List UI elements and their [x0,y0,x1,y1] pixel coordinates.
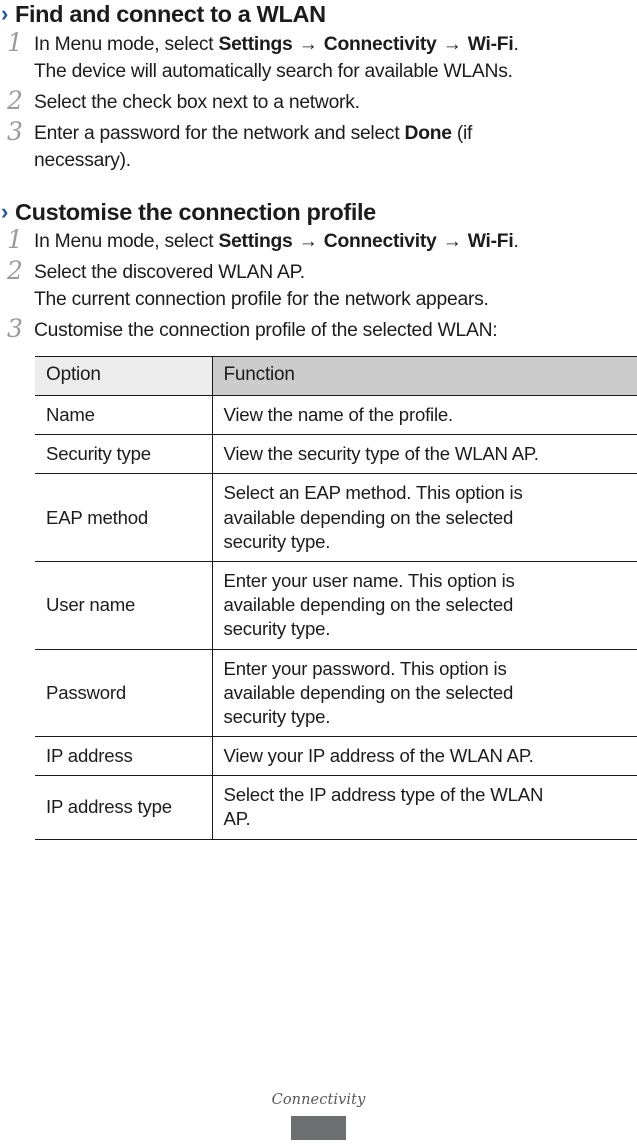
cell-function-line: available depending on the selected [223,681,514,703]
list-item: 3 Enter a password for the network and s… [0,118,637,174]
option-function-table: Option Function Name View the name of the… [35,356,637,840]
cell-function-line: security type. [223,618,331,640]
step-text-line: In Menu mode, select Settings → Connecti… [34,33,519,55]
column-header-function: Function [211,356,637,397]
step-text-line: Select the discovered WLAN AP. [34,262,305,284]
cell-option: IP address [35,736,212,777]
section-title: Customise the connection profile [14,198,376,225]
step-text: Enter a password for the network and sel… [34,118,637,174]
section-title: Find and connect to a WLAN [14,1,326,27]
chevron-right-icon: › [1,198,8,224]
step-number: 2 [7,256,23,286]
list-item: 2 Select the check box next to a network… [0,87,637,116]
step-text: Select the discovered WLAN AP. The curren… [34,257,637,313]
step-text-line: necessary). [34,149,131,171]
chevron-right-icon: › [1,1,8,26]
cell-function-line: security type. [223,530,331,552]
cell-function-line: View your IP address of the WLAN AP. [223,745,534,767]
step-text: Customise the connection profile of the … [34,315,637,344]
cell-option: User name [35,561,212,650]
step-number: 3 [7,116,23,146]
cell-option: Security type [35,434,212,475]
step-text-line: Enter a password for the network and sel… [34,122,473,144]
page-footer: Connectivity [0,1092,637,1145]
cell-option: IP address type [35,775,212,840]
section-heading-1: › Find and connect to a WLAN [0,0,637,29]
table-body: Name View the name of the profile. Securit… [35,395,637,840]
section-customise-profile: › Customise the connection profile 1 In … [0,198,637,345]
cell-function-line: security type. [223,705,331,727]
step-number: 1 [7,225,23,255]
step-text-line: Select the check box next to a network. [34,91,360,113]
cell-function-line: AP. [223,808,251,830]
cell-option: Password [35,648,212,738]
cell-function: View your IP address of the WLAN AP. [211,736,637,777]
cell-function-line: Select an EAP method. This option is [223,482,523,504]
step-number: 3 [7,314,23,344]
table-row: Security type View the security type of t… [35,434,637,475]
footer-chapter-label: Connectivity [271,1092,366,1108]
step-list-2: 1 In Menu mode, select Settings → Connec… [0,226,637,344]
table-row: IP address View your IP address of the WL… [35,736,637,777]
list-item: 1 In Menu mode, select Settings → Connec… [0,29,637,85]
step-number: 1 [7,27,23,57]
step-text-line: The device will automatically search for… [34,60,513,82]
cell-function: View the security type of the WLAN AP. [211,434,637,475]
cell-option: EAP method [35,473,212,562]
cell-function-line: Enter your password. This option is [223,657,507,679]
cell-function-line: Enter your user name. This option is [223,570,515,591]
list-item: 3 Customise the connection profile of th… [0,315,637,344]
section-heading-2: › Customise the connection profile [0,198,637,227]
step-text-line: Customise the connection profile of the … [34,320,498,342]
cell-function-line: available depending on the selected [223,594,514,616]
step-text-line: The current connection profile for the n… [34,289,489,311]
cell-function-line: Select the IP address type of the WLAN [223,784,544,806]
step-number: 2 [7,85,23,115]
cell-function-line: available depending on the selected [223,506,514,528]
page-number-tab [291,1116,346,1140]
section-find-and-connect: › Find and connect to a WLAN 1 In Menu m… [0,0,637,174]
table-head: Option Function [35,356,637,397]
cell-function: View the name of the profile. [211,395,637,436]
step-text: In Menu mode, select Settings → Connecti… [34,29,637,85]
column-header-option: Option [35,356,212,397]
step-text-line: In Menu mode, select Settings → Connecti… [34,231,519,253]
cell-function-line: View the name of the profile. [223,404,454,426]
step-text: In Menu mode, select Settings → Connecti… [34,226,637,255]
table-spacer [0,346,637,356]
step-list-1: 1 In Menu mode, select Settings → Connec… [0,29,637,174]
list-item: 2 Select the discovered WLAN AP. The curr… [0,257,637,313]
table-header-row: Option Function [35,356,637,397]
table-row: Name View the name of the profile. [35,395,637,436]
cell-option: Name [35,395,212,436]
step-text: Select the check box next to a network. [34,87,637,116]
section-spacer [0,176,637,198]
cell-function: Enter your user name. This option is avai… [211,561,637,650]
cell-function-line: View the security type of the WLAN AP. [223,443,539,465]
list-item: 1 In Menu mode, select Settings → Connec… [0,226,637,255]
